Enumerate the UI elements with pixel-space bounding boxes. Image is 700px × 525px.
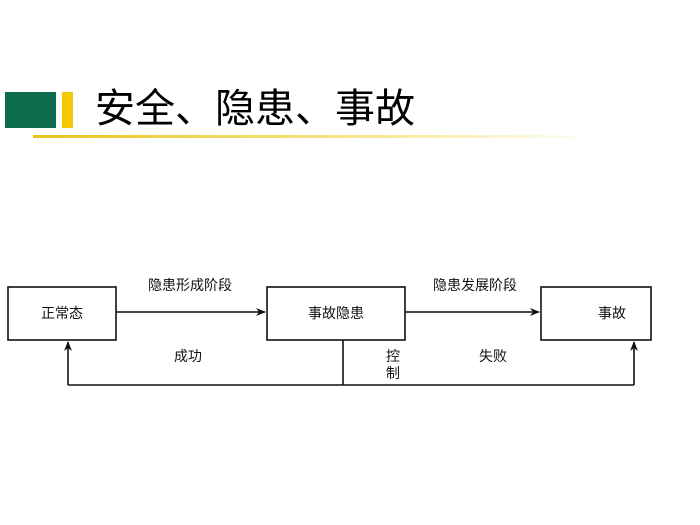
yellow-bar-decoration	[62, 92, 73, 128]
slide-title: 安全、隐患、事故	[95, 86, 415, 132]
development-stage-label: 隐患发展阶段	[433, 278, 517, 294]
title-underline	[33, 135, 603, 138]
control-label-1: 控	[386, 349, 400, 365]
failure-label: 失败	[479, 349, 507, 365]
success-label: 成功	[174, 349, 202, 365]
green-square-decoration	[5, 92, 56, 128]
node-hazard-label: 事故隐患	[308, 306, 364, 322]
node-accident	[540, 286, 652, 341]
formation-stage-label: 隐患形成阶段	[148, 278, 232, 294]
node-normal-state-label: 正常态	[41, 306, 83, 322]
node-normal-state	[7, 286, 117, 341]
control-label-2: 制	[386, 366, 400, 382]
node-accident-label: 事故	[598, 306, 626, 322]
node-hazard	[266, 286, 406, 341]
